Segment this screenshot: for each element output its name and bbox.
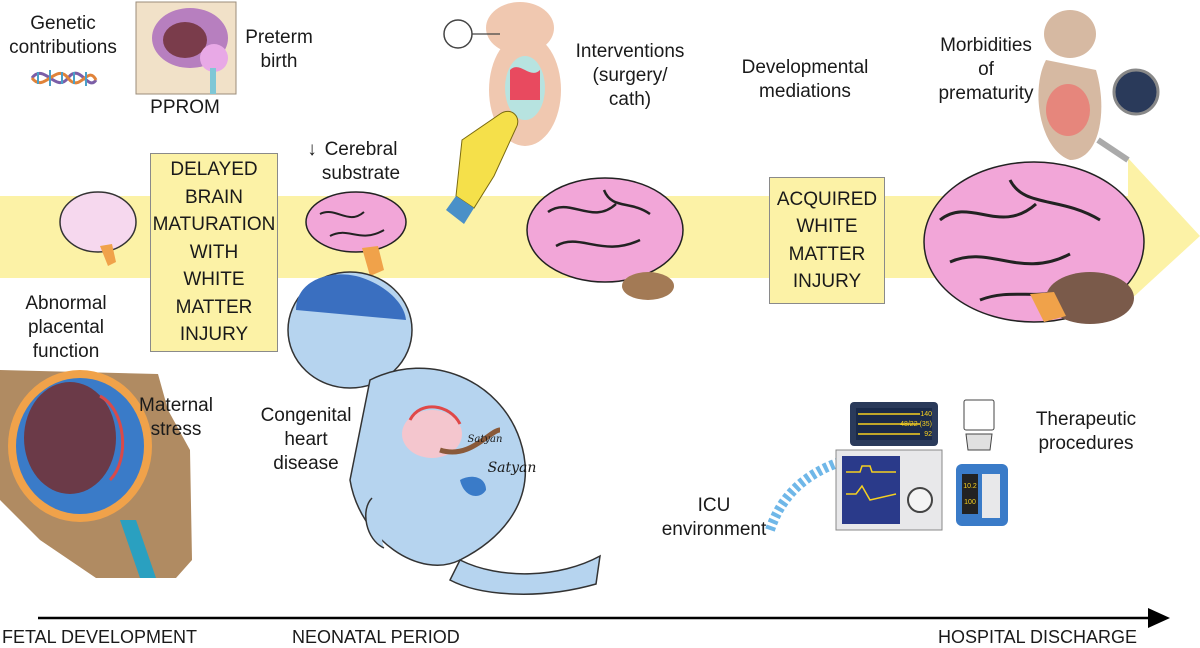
preterm-infant-illustration	[1038, 10, 1160, 163]
pump-readout-1: 10.2	[963, 483, 977, 490]
dna-helix-icon	[30, 70, 98, 86]
artist-signature-small: Satyan	[467, 434, 503, 445]
label-congenital-heart-disease: Congenital heart disease	[260, 405, 352, 474]
neonatal-brain-icon	[305, 191, 407, 276]
discharge-brain-icon	[923, 161, 1145, 324]
label-developmental-mediations: Developmental mediations	[741, 57, 869, 102]
fetal-brain-icon	[59, 191, 137, 266]
label-preterm-birth: Preterm birth	[245, 27, 313, 72]
label-cerebral-substrate: Cerebral substrate	[321, 139, 401, 184]
infant-brain-icon	[526, 177, 684, 300]
timeline-start-label: FETAL DEVELOPMENT	[2, 627, 198, 647]
preterm-birth-illustration	[135, 1, 237, 95]
down-arrow-icon: ↓	[307, 139, 317, 160]
label-abnormal-placental-function: Abnormal placental function	[25, 293, 107, 362]
timeline-end-label: HOSPITAL DISCHARGE	[938, 627, 1138, 647]
label-icu-environment: ICU environment	[661, 495, 767, 540]
pump-readout-2: 100	[964, 499, 976, 506]
label-morbidities-of-prematurity: Morbidities of prematurity	[938, 35, 1034, 104]
monitor-readout-1: 140	[920, 411, 932, 418]
monitor-readout-2: 48/22 (35)	[900, 421, 932, 428]
neonate-intervention-illustration	[443, 2, 561, 224]
box-acquired-white-matter-injury: ACQUIRED WHITE MATTER INJURY	[769, 177, 885, 304]
label-interventions: Interventions (surgery/ cath)	[575, 41, 685, 110]
neonate-chd-illustration	[287, 271, 601, 595]
label-genetic-contributions: Genetic contributions	[9, 13, 117, 58]
icu-equipment-illustration	[765, 399, 1008, 532]
artist-signature: Satyan	[487, 460, 537, 476]
label-pprom: PPROM	[150, 97, 220, 118]
timeline-middle-label: NEONATAL PERIOD	[292, 627, 460, 647]
label-therapeutic-procedures: Therapeutic procedures	[1035, 409, 1137, 454]
label-maternal-stress: Maternal stress	[139, 395, 213, 440]
gloved-hand-icon	[455, 110, 519, 209]
timeline-arrow	[38, 608, 1170, 628]
box-delayed-brain-maturation: DELAYED BRAIN MATURATION WITH WHITE MATT…	[150, 153, 278, 352]
monitor-readout-3: 92	[924, 431, 932, 438]
placenta-pregnancy-illustration	[0, 370, 192, 578]
